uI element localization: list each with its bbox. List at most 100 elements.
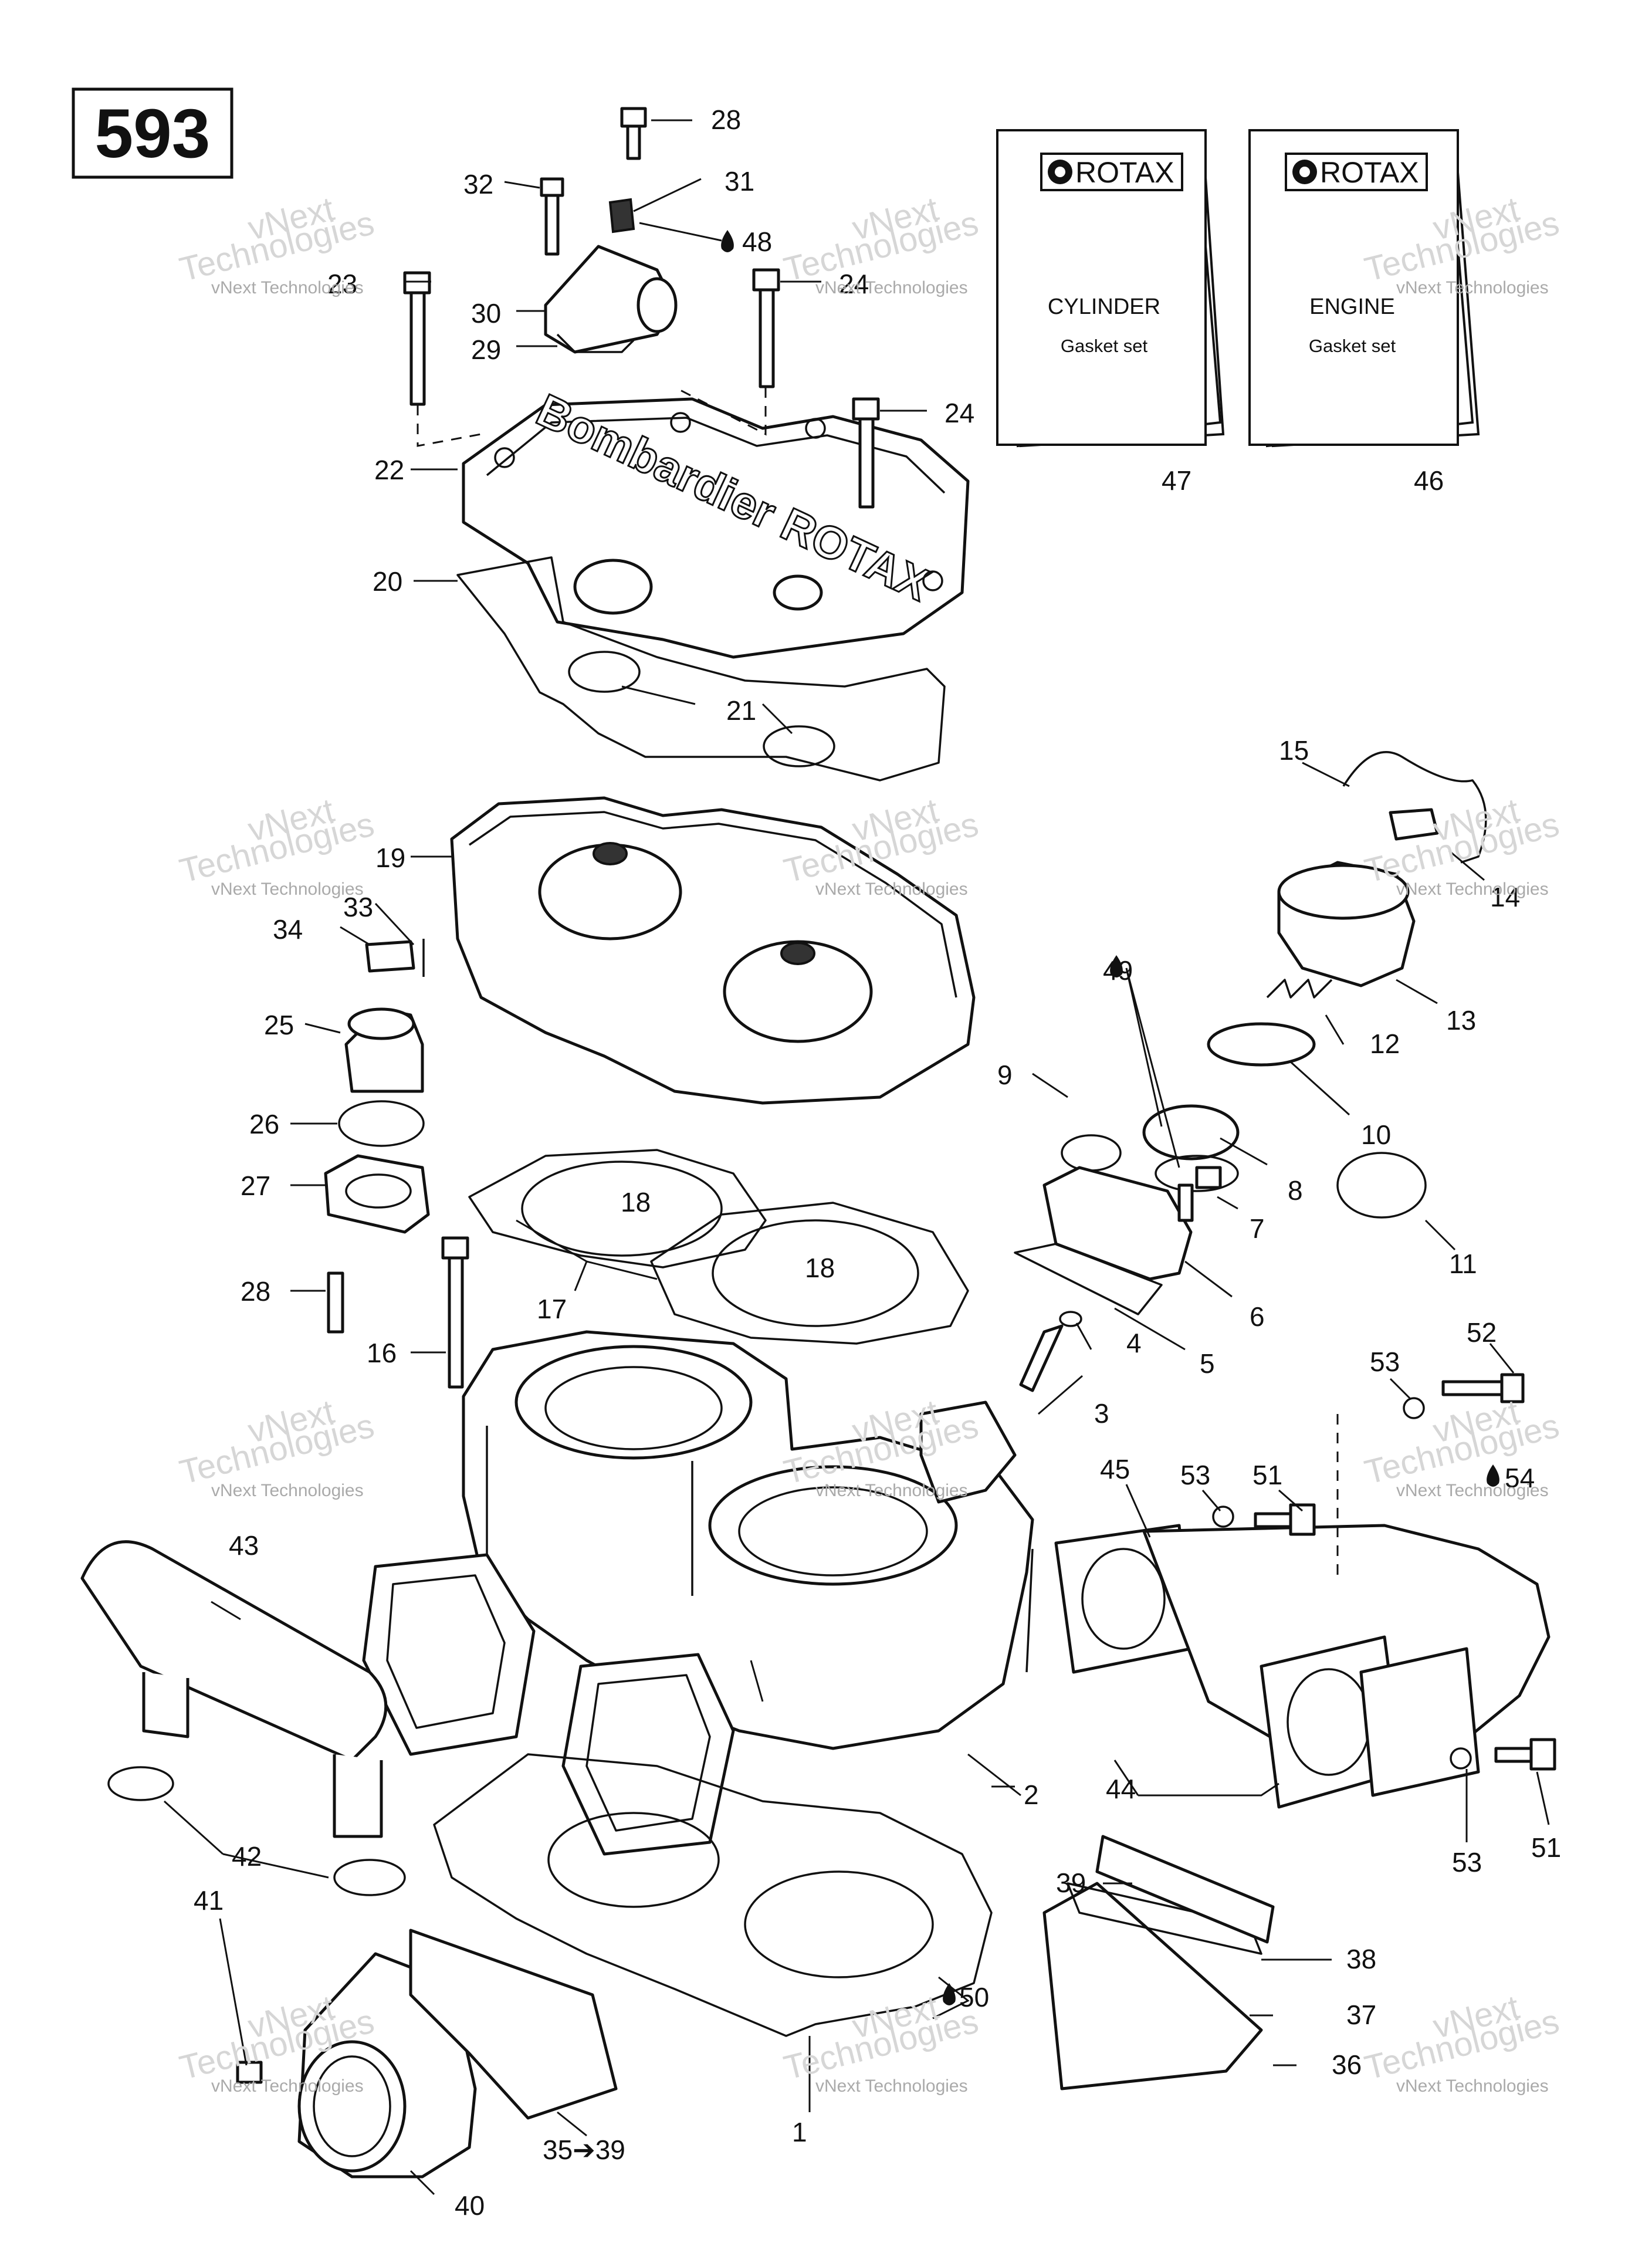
- svg-text:vNext Technologies: vNext Technologies: [211, 1481, 364, 1500]
- callout-5: 5: [1200, 1348, 1215, 1379]
- callout-38: 38: [1346, 1944, 1376, 1974]
- drop-icon: [721, 230, 734, 252]
- exhaust-gasket-44c: [1359, 1647, 1480, 1797]
- callout-12: 12: [1370, 1029, 1400, 1059]
- rotax-logo-icon: [1292, 160, 1317, 184]
- book-engine-brand: ROTAX: [1320, 156, 1419, 189]
- callout-54: 54: [1505, 1463, 1535, 1493]
- bolt-32: [540, 177, 564, 256]
- callout-26: 26: [249, 1109, 279, 1139]
- head-gasket-17b: [650, 1202, 969, 1345]
- callout-40: 40: [455, 2190, 485, 2221]
- callout-9: 9: [997, 1060, 1013, 1090]
- callout-24b: 24: [945, 398, 974, 428]
- callout-41: 41: [194, 1885, 224, 1916]
- callout-53b: 53: [1180, 1460, 1210, 1490]
- callout-33: 33: [343, 892, 373, 922]
- callout-37: 37: [1346, 2000, 1376, 2030]
- alignment-lines: [417, 386, 1339, 1578]
- svg-text:vNext Technologies: vNext Technologies: [815, 278, 968, 297]
- spring-12: [1266, 979, 1333, 999]
- bolt-51b: [1494, 1738, 1556, 1771]
- clamp-42b: [333, 1859, 406, 1896]
- thermostat-10: [1207, 1022, 1316, 1067]
- thermostat-25: [344, 1007, 424, 1093]
- spring-clip-15: [1342, 751, 1487, 864]
- callout-39: 39: [1056, 1868, 1086, 1898]
- callout-48: 48: [742, 226, 772, 257]
- callout-4: 4: [1126, 1328, 1142, 1358]
- svg-text:vNext Technologies: vNext Technologies: [211, 278, 364, 297]
- callout-53a: 53: [1370, 1347, 1400, 1377]
- callout-44: 44: [1106, 1774, 1136, 1804]
- callout-15: 15: [1279, 735, 1309, 766]
- callout-27: 27: [241, 1171, 270, 1201]
- callout-42: 42: [232, 1841, 262, 1872]
- callout-47: 47: [1162, 465, 1191, 496]
- bolt-41: [236, 2061, 263, 2084]
- bolt-28-top: [620, 107, 647, 160]
- callout-52: 52: [1467, 1317, 1497, 1348]
- callout-19: 19: [375, 843, 405, 873]
- svg-text:vNext Technologies: vNext Technologies: [211, 879, 364, 899]
- water-tube: [80, 1540, 388, 1838]
- callout-28a: 28: [711, 104, 741, 135]
- rotax-logo-icon: [1048, 160, 1072, 184]
- callout-23: 23: [327, 269, 357, 299]
- clamp-42a: [107, 1766, 174, 1801]
- rotary-valve-shaft: [1019, 1324, 1064, 1392]
- callout-29: 29: [471, 334, 501, 365]
- thermostat-housing-27: [324, 1154, 430, 1234]
- gasket-book-cylinder: ROTAX CYLINDER Gasket set: [996, 129, 1225, 448]
- book-cylinder-brand: ROTAX: [1075, 156, 1174, 189]
- o-ring-4: [1059, 1311, 1082, 1327]
- svg-text:vNext Technologies: vNext Technologies: [1396, 879, 1549, 899]
- svg-text:vNext Technologies: vNext Technologies: [815, 1481, 968, 1500]
- o-ring-18a: [521, 1161, 723, 1257]
- callout-labels: 28 32 31 48 23 24 24 30 29 22 20 21 19 3…: [194, 104, 1561, 2221]
- head-cover-gasket: [456, 556, 946, 782]
- callout-30: 30: [471, 298, 501, 329]
- bolt-16: [441, 1236, 469, 1389]
- callout-21: 21: [726, 695, 756, 726]
- callout-32: 32: [463, 169, 493, 199]
- drop-icon: [1487, 1464, 1499, 1487]
- callout-16: 16: [367, 1338, 397, 1368]
- reed-stopper-38: [1095, 1835, 1275, 1944]
- callout-34: 34: [273, 914, 303, 945]
- drop-icon: [943, 1983, 956, 2005]
- callout-7: 7: [1250, 1213, 1265, 1244]
- seal-8: [1142, 1104, 1240, 1161]
- callout-24a: 24: [839, 269, 869, 299]
- svg-text:vNext Technologies: vNext Technologies: [1396, 2076, 1549, 2096]
- callout-1: 1: [792, 2117, 807, 2147]
- cylinder-head-cover: Bombardier ROTAX: [462, 383, 970, 659]
- callout-53c: 53: [1452, 1847, 1482, 1877]
- callout-18b: 18: [805, 1253, 835, 1283]
- bolt-28-low: [327, 1271, 344, 1334]
- head-gasket-17a: [468, 1149, 767, 1268]
- gasket-5: [1014, 1243, 1163, 1315]
- book-engine-title: ENGINE: [1309, 295, 1395, 319]
- book-cylinder-title: CYLINDER: [1048, 295, 1160, 319]
- gasket-book-engine: ROTAX ENGINE Gasket set: [1248, 129, 1480, 448]
- drain-plug-34: [365, 940, 415, 973]
- intake-boot-center: [561, 1653, 735, 1856]
- callout-36: 36: [1332, 2049, 1362, 2080]
- callout-51b: 51: [1531, 1832, 1561, 1863]
- callout-51a: 51: [1252, 1460, 1282, 1490]
- plate-number: 593: [95, 95, 211, 172]
- callout-43: 43: [229, 1530, 259, 1561]
- bolt-7: [1177, 1166, 1222, 1222]
- callout-18a: 18: [621, 1187, 651, 1217]
- fitting-14: [1389, 808, 1439, 841]
- o-ring-26: [338, 1100, 425, 1147]
- callout-20: 20: [373, 566, 402, 597]
- callout-2: 2: [1024, 1780, 1039, 1810]
